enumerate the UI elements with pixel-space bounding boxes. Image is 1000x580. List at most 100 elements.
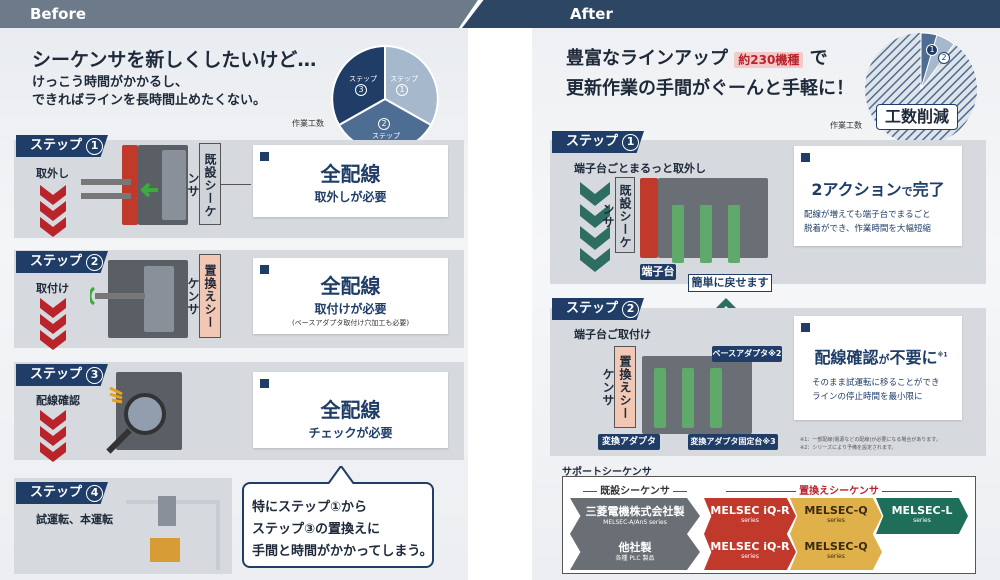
before-step4-robot [158, 496, 176, 526]
before-step3-marker [260, 379, 269, 388]
before-step3-big: 全配線 [320, 398, 381, 422]
after-step2-label: 端子台ご取付け [574, 328, 651, 341]
before-step2-screwdriver-icon [90, 286, 145, 306]
after-pie-chart [865, 32, 977, 145]
before-pie-step3-label: ステップ [349, 75, 377, 83]
before-step4-label: 試運転、本運転 [36, 513, 113, 526]
before-step1-screwdriver-icon [81, 179, 131, 199]
after-step2-box [794, 316, 962, 420]
after-step2-terminal-1 [654, 368, 666, 428]
before-step1-box [253, 145, 448, 217]
after-step2-foot-1: ※1：一部配線(電源などの配線)が必要になる場合があります。 [800, 437, 941, 443]
before-subtitle-2: できればラインを長時間止めたくない。 [32, 93, 267, 108]
before-callout-line-2: ステップ③の置換えに [252, 522, 381, 537]
before-step1-device-label: 既設シーケンサ [186, 152, 217, 218]
after-step1-return-label: 簡単に戻せます [688, 274, 772, 292]
after-step2-headline: 配線確認が不要に※1 [814, 348, 948, 367]
before-step2-marker [260, 265, 269, 274]
after-pie-badge: 工数削減 [876, 104, 958, 130]
support-title: サポートシーケンサ [562, 467, 652, 478]
before-step2-sub: 取付けが必要 [314, 302, 387, 316]
after-step2-conv-adapter: 変換アダプタ [598, 434, 660, 450]
after-step2-desc-1: そのまま試運転に移ることができ [812, 378, 940, 388]
after-header-bar [462, 0, 1000, 28]
after-step2-desc-2: ラインの停止時間を最小限に [812, 392, 923, 402]
after-step2-conv-fixer: 変換アダプタ固定台※3 [688, 434, 778, 450]
before-step1-connector [221, 184, 251, 185]
after-step2-device-label-box [614, 346, 636, 428]
before-step1-marker [260, 152, 269, 161]
before-step3-box [253, 372, 448, 448]
after-pie-step1-num: 1 [926, 44, 938, 56]
before-pie-step1-label: ステップ [390, 75, 418, 83]
before-step1-sub: 取外しが必要 [314, 190, 387, 204]
before-title: シーケンサを新しくしたいけど… [32, 49, 317, 71]
before-header-bar [0, 0, 478, 28]
before-subtitle-1: けっこう時間がかかるし、 [32, 75, 189, 90]
support-row2-maker: 他社製各種 PLC 製品 [570, 534, 700, 570]
after-step1-desc-2: 脱着ができ、作業時間を大幅短縮 [804, 224, 931, 234]
before-callout-tail [328, 466, 354, 484]
after-step1-chevrons [580, 182, 610, 272]
before-step2-box [253, 258, 448, 334]
after-step1-terminal-2 [700, 205, 712, 263]
after-step2-device-label: 置換えシーケンサ [601, 354, 632, 420]
before-step3-sub: チェックが必要 [308, 426, 393, 440]
after-pie-caption: 作業工数 [830, 121, 862, 130]
after-step1-box [794, 146, 962, 246]
before-step4-box [150, 538, 180, 562]
after-step1-marker [801, 153, 810, 162]
after-step2-terminal-3 [710, 368, 722, 428]
after-step1-device-label-box [615, 177, 635, 253]
after-pie-step2-num: 2 [938, 52, 950, 64]
after-step2-base-adapter: ベースアダプタ※2 [712, 346, 782, 362]
before-step2-device-label: 置換えシーケンサ [186, 263, 217, 329]
before-step3-chevrons [40, 410, 66, 462]
after-step1-label: 端子台ごとまるっと取外し [574, 162, 706, 175]
before-step2-chevrons [40, 298, 66, 350]
before-step1-label: 取外し [36, 167, 69, 180]
before-step2-note: (ベースアダプタ取付け穴加工も必要) [291, 319, 410, 327]
after-step2-foot-2: ※2：シリーズにより予備を設定されます。 [800, 445, 897, 451]
before-pie-step1-num: 1 [396, 84, 408, 96]
before-step2-label: 取付け [36, 282, 69, 295]
before-step1-device-label-box [199, 143, 221, 225]
before-pie-step3-num: 3 [355, 84, 367, 96]
after-title-line-1: 豊富なラインアップ 約230機種 で [566, 48, 828, 69]
before-step1-big: 全配線 [320, 162, 381, 186]
before-step3-alert-icon [109, 386, 123, 404]
before-callout-line-1: 特にステップ①から [252, 500, 368, 515]
before-pie-caption: 作業工数 [292, 119, 324, 128]
after-step1-terminal-1 [672, 205, 684, 263]
before-step3-label: 配線確認 [36, 394, 80, 407]
before-step2-big: 全配線 [320, 274, 381, 298]
before-step1-chevrons [40, 185, 66, 237]
after-step1-desc-1: 配線が増えても端子台でまるごと [804, 210, 931, 220]
before-pie-step2-label: ステップ [372, 132, 400, 140]
before-step1-plc-module [162, 150, 186, 220]
after-title-line-2: 更新作業の手間がぐーんと手軽に！ [566, 78, 854, 99]
before-step3-magnifier-icon [124, 393, 166, 435]
after-step1-terminal-label: 端子台 [640, 264, 676, 280]
after-header: After [570, 5, 613, 23]
after-step1-terminal-3 [728, 205, 740, 263]
before-step2-device-label-box [199, 254, 221, 338]
before-step1-arrow-icon [140, 182, 158, 198]
before-step2-plc-module [144, 266, 174, 332]
after-step1-headline: 2アクションで完了 [811, 180, 945, 199]
after-step1-device-label: 既設シーケンサ [601, 183, 632, 249]
after-step1-plc-red [640, 178, 658, 258]
before-callout-line-3: 手間と時間がかかってしまう。 [252, 544, 433, 559]
